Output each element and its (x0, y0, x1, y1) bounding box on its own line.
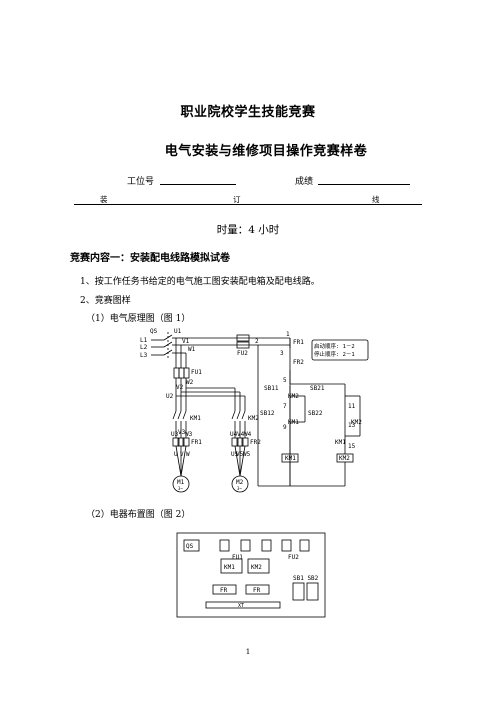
label-qs: QS (150, 328, 158, 335)
station-field[interactable] (160, 184, 236, 185)
layout-fr-a: FR (220, 587, 228, 594)
label-fr1: FR1 (191, 439, 202, 446)
score-label: 成绩 (295, 177, 314, 187)
label-v5: V5 (236, 451, 244, 458)
item-2: 2、竞赛图样 (80, 296, 131, 306)
label-fr2: FR2 (250, 439, 261, 446)
document-title: 职业院校学生技能竞赛 (180, 105, 316, 120)
label-fr1-contact: FR1 (293, 339, 304, 346)
time-limit: 时量：4 小时 (216, 224, 280, 236)
label-u2: U2 (166, 393, 174, 400)
label-sb22: SB22 (308, 410, 323, 417)
layout-fu1: FU1 (232, 554, 243, 561)
node-2: 2 (255, 338, 259, 345)
stop-order-label: 停止顺序: 2－1 (314, 350, 355, 358)
item-1: 1、按工作任务书给定的电气施工图安装配电箱及配电线路。 (80, 277, 320, 287)
label-m2: M2 (236, 479, 244, 486)
binding-line (74, 204, 422, 205)
label-u: U (174, 451, 178, 458)
label-v: V (180, 451, 184, 458)
layout-fr-b: FR (253, 587, 261, 594)
label-u4: U4 (230, 431, 238, 438)
label-l2: L2 (140, 344, 148, 351)
electrical-schematic: QS L1 L2 L3 U1 V1 W1 FU1 FU2 U2 V2 W2 KM… (140, 328, 369, 493)
label-l1: L1 (140, 337, 148, 344)
label-km1-hold: KM1 (288, 419, 299, 426)
label-w: W (186, 451, 190, 458)
layout-xt: XT (238, 603, 244, 609)
label-l3: L3 (140, 352, 148, 359)
label-km2-coil: KM2 (339, 455, 350, 462)
label-v4: V4 (237, 431, 245, 438)
label-km2-hold: KM2 (351, 419, 362, 426)
node-11: 11 (348, 403, 356, 410)
label-sb11: SB11 (264, 385, 279, 392)
label-sb21: SB21 (310, 385, 325, 392)
figure-1-caption: （1）电气原理图（图 1） (86, 314, 191, 324)
node-15: 15 (348, 443, 356, 450)
label-w5: W5 (243, 451, 251, 458)
label-fr2-contact: FR2 (293, 359, 304, 366)
figure-2-caption: （2）电器布置图（图 2） (86, 510, 191, 520)
label-u3: U3 (171, 431, 179, 438)
document-subtitle: 电气安装与维修项目操作竞赛样卷 (164, 144, 368, 159)
node-1: 1 (286, 331, 290, 338)
layout-sb: SB1 SB2 (293, 575, 319, 582)
layout-diagram: QS FU1 FU2 KM1 KM2 FR FR SB1 SB2 XT (176, 532, 326, 618)
label-fu1: FU1 (191, 369, 202, 376)
node-9: 9 (283, 424, 287, 431)
label-u1: U1 (174, 328, 182, 335)
label-m1: M1 (177, 479, 185, 486)
label-w2: W2 (186, 379, 194, 386)
label-km2-interlock: KM2 (288, 393, 299, 400)
layout-qs: QS (186, 543, 194, 550)
layout-km1: KM1 (224, 564, 235, 571)
score-field[interactable] (318, 184, 410, 185)
label-km2: KM2 (248, 415, 259, 422)
node-3: 3 (280, 350, 284, 357)
layout-fu2: FU2 (288, 554, 299, 561)
binding-middle: 订 (233, 195, 241, 204)
label-m1-phase: 3~ (178, 486, 183, 491)
binding-right: 线 (372, 195, 380, 204)
station-label: 工位号 (127, 177, 155, 187)
label-fu2: FU2 (237, 350, 248, 357)
node-5: 5 (283, 377, 287, 384)
binding-left: 装 (100, 195, 108, 204)
label-w1: W1 (188, 346, 196, 353)
label-v2: V2 (176, 384, 184, 391)
node-13: 13 (348, 422, 356, 429)
label-v1: V1 (182, 338, 190, 345)
label-v3: V3 (178, 429, 186, 436)
start-order-label: 启动顺序: 1－2 (314, 342, 355, 350)
label-km1-coil: KM1 (285, 455, 296, 462)
label-w4: W4 (244, 431, 252, 438)
label-sb12: SB12 (260, 410, 275, 417)
label-w3: W3 (185, 431, 193, 438)
label-m2-phase: 3~ (237, 486, 242, 491)
node-7: 7 (283, 403, 287, 410)
section-title: 竞赛内容一：安装配电线路模拟试卷 (70, 253, 230, 264)
label-u5: U5 (231, 451, 239, 458)
label-km1: KM1 (190, 415, 201, 422)
layout-km2: KM2 (251, 564, 262, 571)
page-number: 1 (245, 647, 251, 656)
label-km1-contact: KM1 (335, 439, 346, 446)
